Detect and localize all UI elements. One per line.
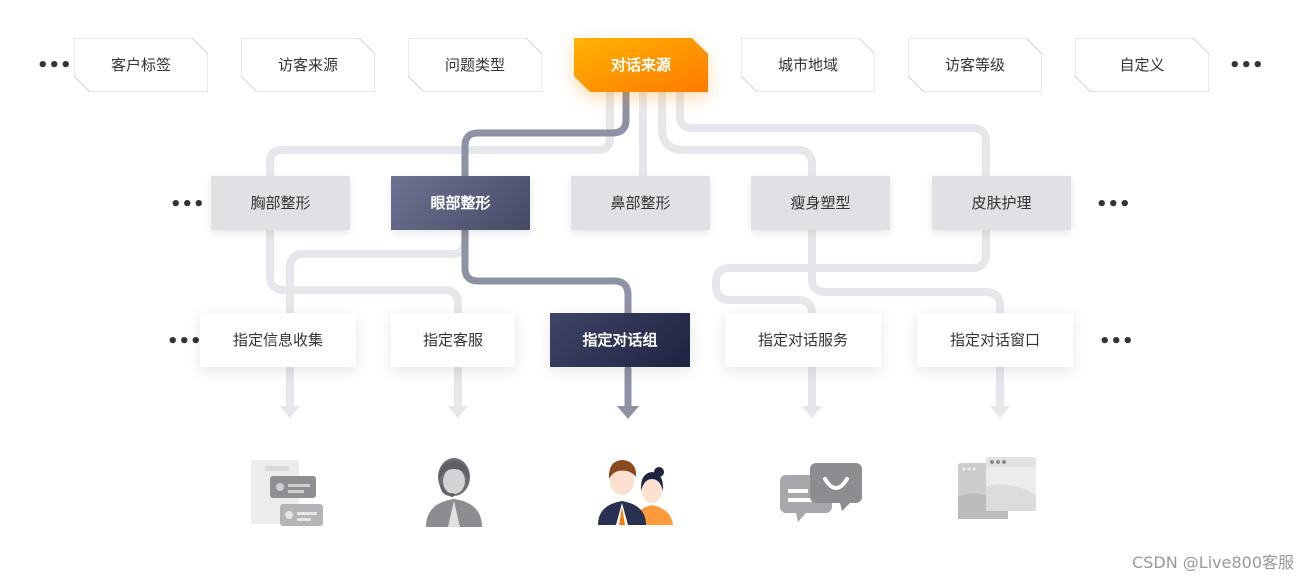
row3-more-right[interactable]: ••• bbox=[1099, 331, 1134, 352]
row1-more-right[interactable]: ••• bbox=[1229, 55, 1264, 76]
tag-visitor-level[interactable]: 访客等级 bbox=[908, 38, 1042, 92]
category-eye[interactable]: 眼部整形 bbox=[391, 176, 530, 230]
tag-conversation-source[interactable]: 对话来源 bbox=[574, 38, 708, 92]
tag-custom[interactable]: 自定义 bbox=[1075, 38, 1209, 92]
tag-label: 对话来源 bbox=[610, 56, 671, 74]
agent-group-icon bbox=[598, 460, 673, 525]
chat-bubbles-icon bbox=[780, 463, 862, 522]
tag-visitor-source[interactable]: 访客来源 bbox=[241, 38, 375, 92]
watermark: CSDN @Live800客服 bbox=[1132, 553, 1294, 572]
tag-label: 自定义 bbox=[1119, 56, 1165, 74]
info-cards-icon bbox=[251, 460, 323, 526]
action-assign-service[interactable]: 指定对话服务 bbox=[725, 313, 881, 367]
tag-label: 访客来源 bbox=[277, 56, 338, 74]
action-assign-group[interactable]: 指定对话组 bbox=[550, 313, 690, 367]
row3-more-left[interactable]: ••• bbox=[167, 331, 202, 352]
tag-label: 客户标签 bbox=[110, 56, 171, 74]
row1-more-left[interactable]: ••• bbox=[37, 55, 72, 76]
tag-label: 访客等级 bbox=[944, 56, 1005, 74]
tag-label: 城市地域 bbox=[777, 56, 838, 74]
agent-icon bbox=[426, 458, 482, 527]
tag-label: 问题类型 bbox=[444, 56, 505, 74]
action-assign-window[interactable]: 指定对话窗口 bbox=[917, 313, 1073, 367]
row2-more-right[interactable]: ••• bbox=[1096, 194, 1131, 215]
tag-city-region[interactable]: 城市地域 bbox=[741, 38, 875, 92]
tag-customer-label[interactable]: 客户标签 bbox=[74, 38, 208, 92]
category-nose[interactable]: 鼻部整形 bbox=[571, 176, 710, 230]
category-body-shaping[interactable]: 瘦身塑型 bbox=[751, 176, 890, 230]
tag-question-type[interactable]: 问题类型 bbox=[408, 38, 542, 92]
action-assign-agent[interactable]: 指定客服 bbox=[391, 313, 515, 367]
category-skin-care[interactable]: 皮肤护理 bbox=[932, 176, 1071, 230]
browser-windows-icon bbox=[958, 457, 1036, 519]
category-chest[interactable]: 胸部整形 bbox=[211, 176, 350, 230]
row2-more-left[interactable]: ••• bbox=[170, 194, 205, 215]
action-assign-info-collection[interactable]: 指定信息收集 bbox=[200, 313, 356, 367]
